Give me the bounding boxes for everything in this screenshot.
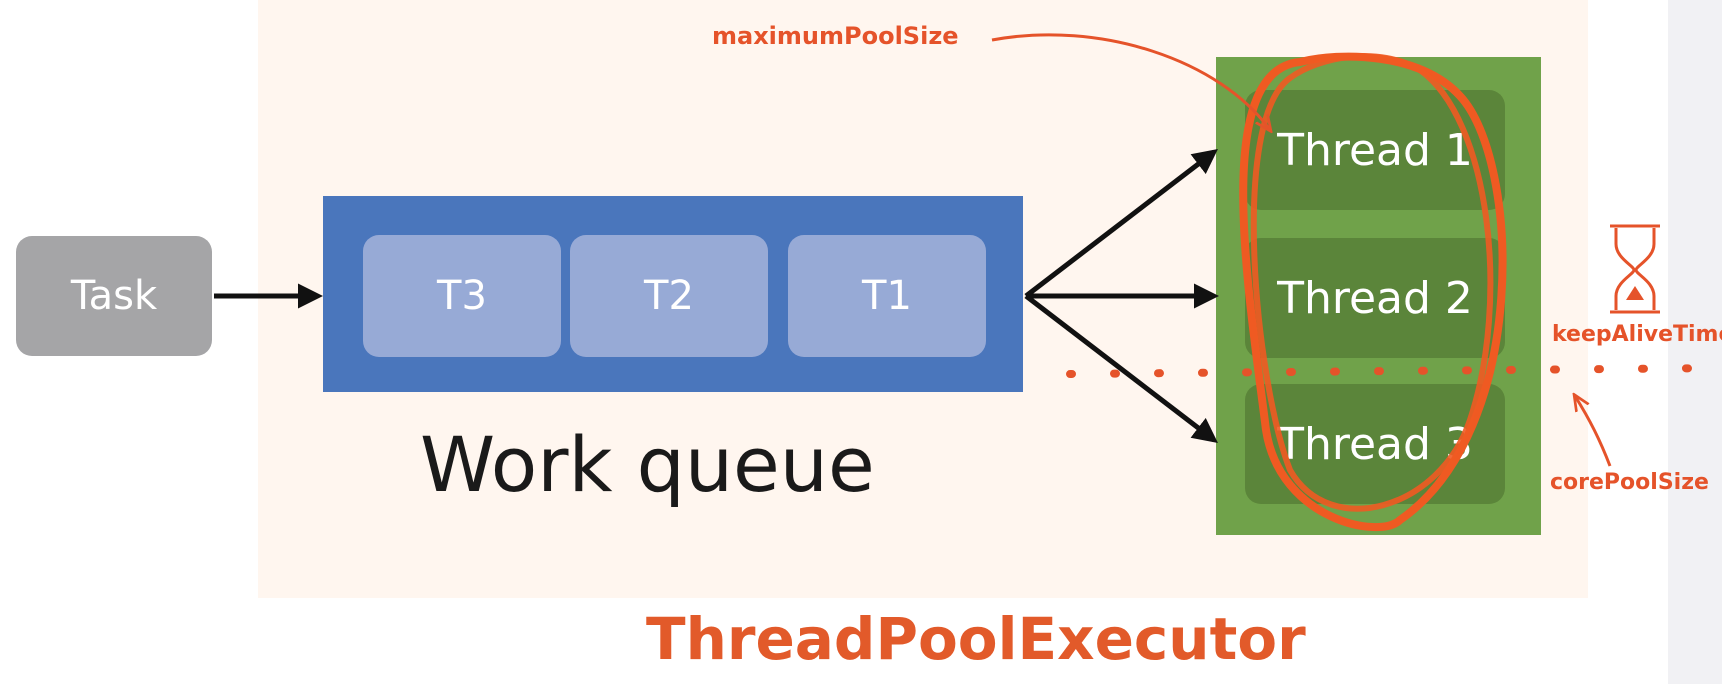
thread-pool-executor-title: ThreadPoolExecutor bbox=[646, 605, 1306, 673]
queue-slot-label: T3 bbox=[437, 273, 487, 319]
hourglass-icon bbox=[1610, 224, 1660, 314]
queue-slot-t3: T3 bbox=[363, 235, 561, 357]
keep-alive-time-label: keepAliveTime bbox=[1552, 322, 1722, 347]
queue-slot-t1: T1 bbox=[788, 235, 986, 357]
thread-label: Thread 3 bbox=[1277, 418, 1473, 470]
thread-label: Thread 1 bbox=[1277, 124, 1473, 176]
thread-2: Thread 2 bbox=[1245, 238, 1505, 358]
maximum-pool-size-label: maximumPoolSize bbox=[712, 22, 959, 50]
side-panel bbox=[1668, 0, 1722, 684]
queue-slot-t2: T2 bbox=[570, 235, 768, 357]
work-queue-title: Work queue bbox=[420, 420, 875, 509]
thread-1: Thread 1 bbox=[1245, 90, 1505, 210]
queue-slot-label: T1 bbox=[862, 273, 912, 319]
thread-label: Thread 2 bbox=[1277, 272, 1473, 324]
task-box: Task bbox=[16, 236, 212, 356]
queue-slot-label: T2 bbox=[644, 273, 694, 319]
task-label: Task bbox=[70, 273, 158, 319]
core-pool-size-label: corePoolSize bbox=[1550, 470, 1709, 495]
thread-3: Thread 3 bbox=[1245, 384, 1505, 504]
